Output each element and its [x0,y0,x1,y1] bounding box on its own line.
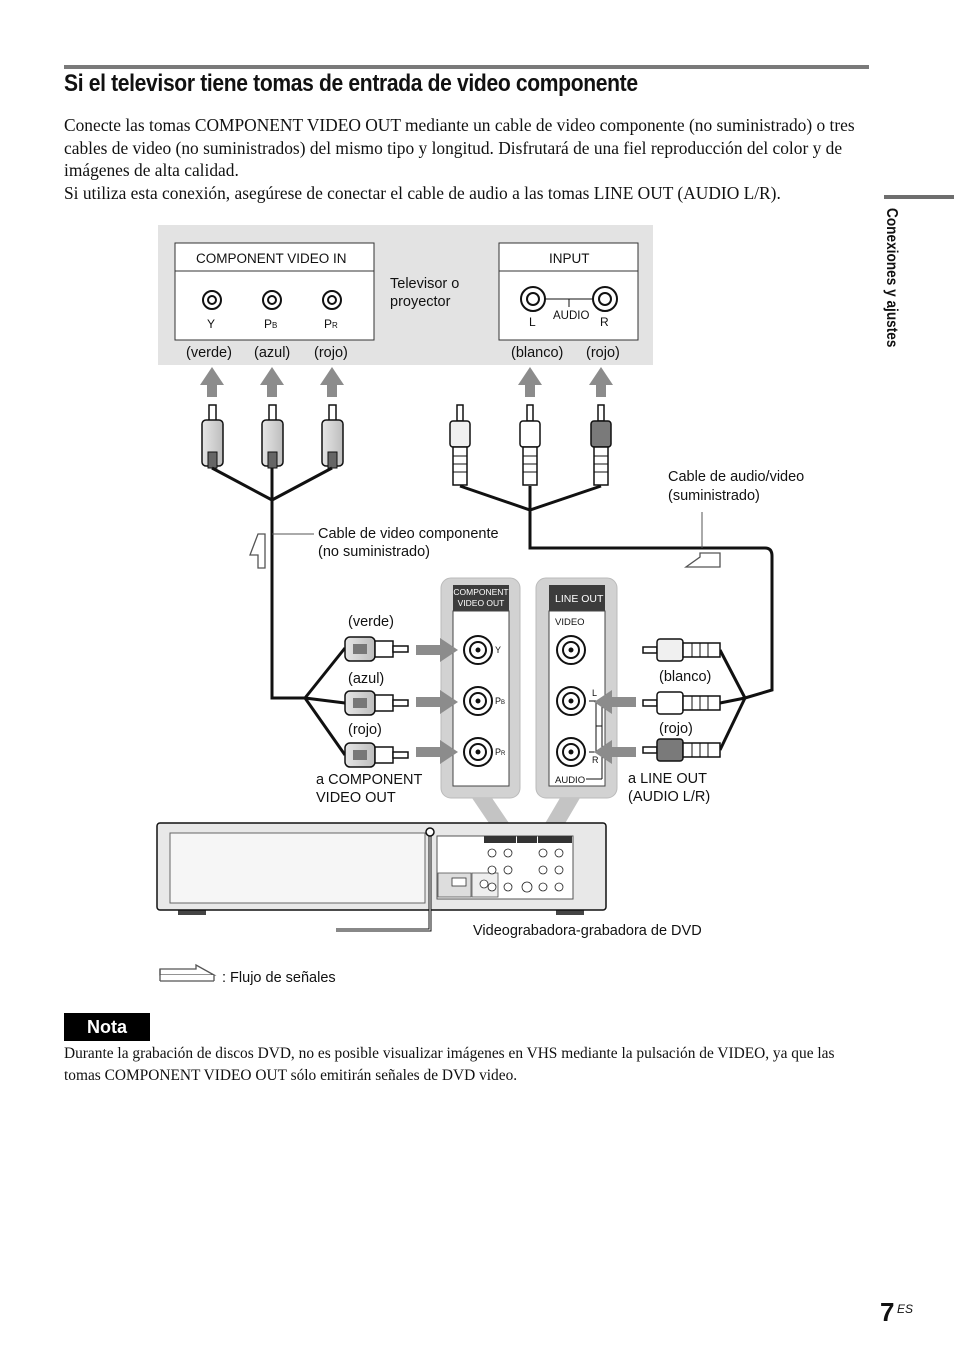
signal-arrow-component [249,533,266,569]
up-arrow-audio-l [518,367,542,397]
nota-badge: Nota [64,1013,150,1041]
intro-paragraph-1: Conecte las tomas COMPONENT VIDEO OUT me… [64,115,855,180]
tv-upward-arrows [200,367,613,397]
side-tab-bar [884,195,954,199]
recorder-y-label: Y [495,645,501,655]
right-blanco-label: (blanco) [659,669,711,685]
tv-jack-y [202,290,222,310]
horizontal-plug-y [344,636,409,662]
av-cable [459,484,774,751]
tv-jack-audio-l [520,286,546,312]
horizontal-plug-pr [344,742,409,768]
title-rule [64,65,869,69]
left-arrow-audio-l [594,690,636,714]
right-rojo-label: (rojo) [659,721,693,737]
horizontal-plug-video [642,638,721,662]
dvd-recorder-body [156,822,607,915]
tv-pr-label: PR [324,317,338,331]
component-plug-pr [321,404,344,469]
av-plug-audio-r [590,404,612,486]
recorder-line-out-label: LINE OUT [555,593,604,605]
tv-y-label: Y [207,317,215,331]
recorder-jack-y [463,635,493,665]
tv-input-box: INPUT L AUDIO R [498,242,639,341]
signal-flow-legend: : Flujo de señales [159,963,336,986]
tv-blanco-label: (blanco) [511,345,563,361]
tv-jack-audio-r [592,286,618,312]
component-plug-pb [261,404,284,469]
recorder-line-out-panel: LINE OUT VIDEO L R AUDIO [535,577,618,799]
page-language-suffix: ES [897,1302,914,1316]
to-line-out-label-2: (AUDIO L/R) [628,789,710,805]
tv-azul-label: (azul) [254,345,290,361]
horizontal-plug-audio-r [642,738,721,762]
left-arrow-audio-r [594,740,636,764]
recorder-comp-label-1: COMPONENT [453,587,508,597]
tv-component-in-label: COMPONENT VIDEO IN [196,251,347,266]
device-name-label: Videograbadora-grabadora de DVD [473,923,702,939]
up-arrow-audio-r [589,367,613,397]
nota-text: Durante la grabación de discos DVD, no e… [64,1045,835,1084]
legend-arrow-icon [159,963,217,976]
tv-pb-label: PB [264,317,277,331]
up-arrow-pr [320,367,344,397]
recorder-pb-label: PB [495,696,505,706]
tv-verde-label: (verde) [186,345,232,361]
tv-audio-r-label: R [600,315,609,329]
tv-audio-l-label: L [529,315,536,329]
av-plug-video [449,404,471,486]
page-number: 7 [880,1297,895,1327]
to-component-label-2: VIDEO OUT [316,790,396,806]
section-title: Si el televisor tiene tomas de entrada d… [64,70,638,97]
intro-paragraph-2: Si utiliza esta conexión, asegúrese de c… [64,182,781,203]
tv-audio-word: AUDIO [553,310,589,322]
comp-cable-label-line2: (no suministrado) [318,544,430,560]
up-arrow-pb [260,367,284,397]
component-plug-y [201,404,224,469]
recorder-r-label: R [592,755,599,765]
tv-name-line2: proyector [390,294,451,310]
tv-name-line1: Televisor o [390,276,459,292]
left-rojo-label: (rojo) [348,722,382,738]
recorder-l-label: L [592,688,597,698]
recorder-video-label: VIDEO [555,617,585,628]
right-arrow-pb [416,690,458,714]
recorder-component-out-panel: COMPONENT VIDEO OUT Y PB PR [440,577,521,799]
horizontal-plug-pb [344,690,409,716]
recorder-comp-label-2: VIDEO OUT [458,598,505,608]
av-plug-audio-l [519,404,541,486]
up-arrow-y [200,367,224,397]
insertion-arrows [416,638,636,764]
tv-rojo2-label: (rojo) [586,345,620,361]
intro-text: Conecte las tomas COMPONENT VIDEO OUT me… [64,114,876,204]
tv-rojo-label: (rojo) [314,345,348,361]
to-component-label-1: a COMPONENT [316,772,422,788]
recorder-jack-audio-l [556,686,586,716]
right-arrow-pr [416,740,458,764]
comp-cable-label-line1: Cable de video componente [318,526,499,542]
recorder-jack-pr [463,737,493,767]
tv-component-in-box: COMPONENT VIDEO IN Y PB PR [174,242,375,341]
tv-input-label: INPUT [549,251,590,266]
tv-jack-pb [262,290,282,310]
recorder-jack-pb [463,686,493,716]
recorder-jack-audio-r [556,737,586,767]
left-verde-label: (verde) [348,614,394,630]
horizontal-plug-audio-l [642,691,721,715]
to-line-out-label-1: a LINE OUT [628,771,707,787]
recorder-jack-video [556,635,586,665]
left-azul-label: (azul) [348,671,384,687]
side-section-label: Conexiones y ajustes [883,208,900,348]
av-cable-label-line2: (suministrado) [668,488,760,504]
right-arrow-y [416,638,458,662]
signal-arrow-av [683,552,721,568]
recorder-audio-label: AUDIO [555,775,585,786]
av-cable-label-line1: Cable de audio/video [668,469,804,485]
legend-text: : Flujo de señales [222,970,336,986]
component-cable [211,466,347,756]
recorder-pr-label: PR [495,747,506,757]
tv-jack-pr [322,290,342,310]
